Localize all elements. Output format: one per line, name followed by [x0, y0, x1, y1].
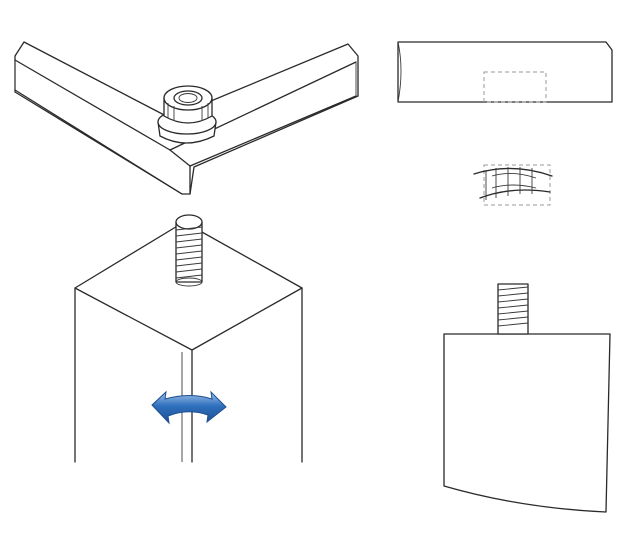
rotation-arrow-icon [151, 390, 227, 425]
threaded-insert-detail [473, 164, 553, 206]
frame-rail-section [397, 41, 613, 103]
threaded-bolt-icon [175, 214, 203, 287]
leg-side-view [443, 333, 611, 513]
threaded-bolt-icon-right [497, 283, 529, 335]
threaded-insert-icon [157, 85, 217, 144]
